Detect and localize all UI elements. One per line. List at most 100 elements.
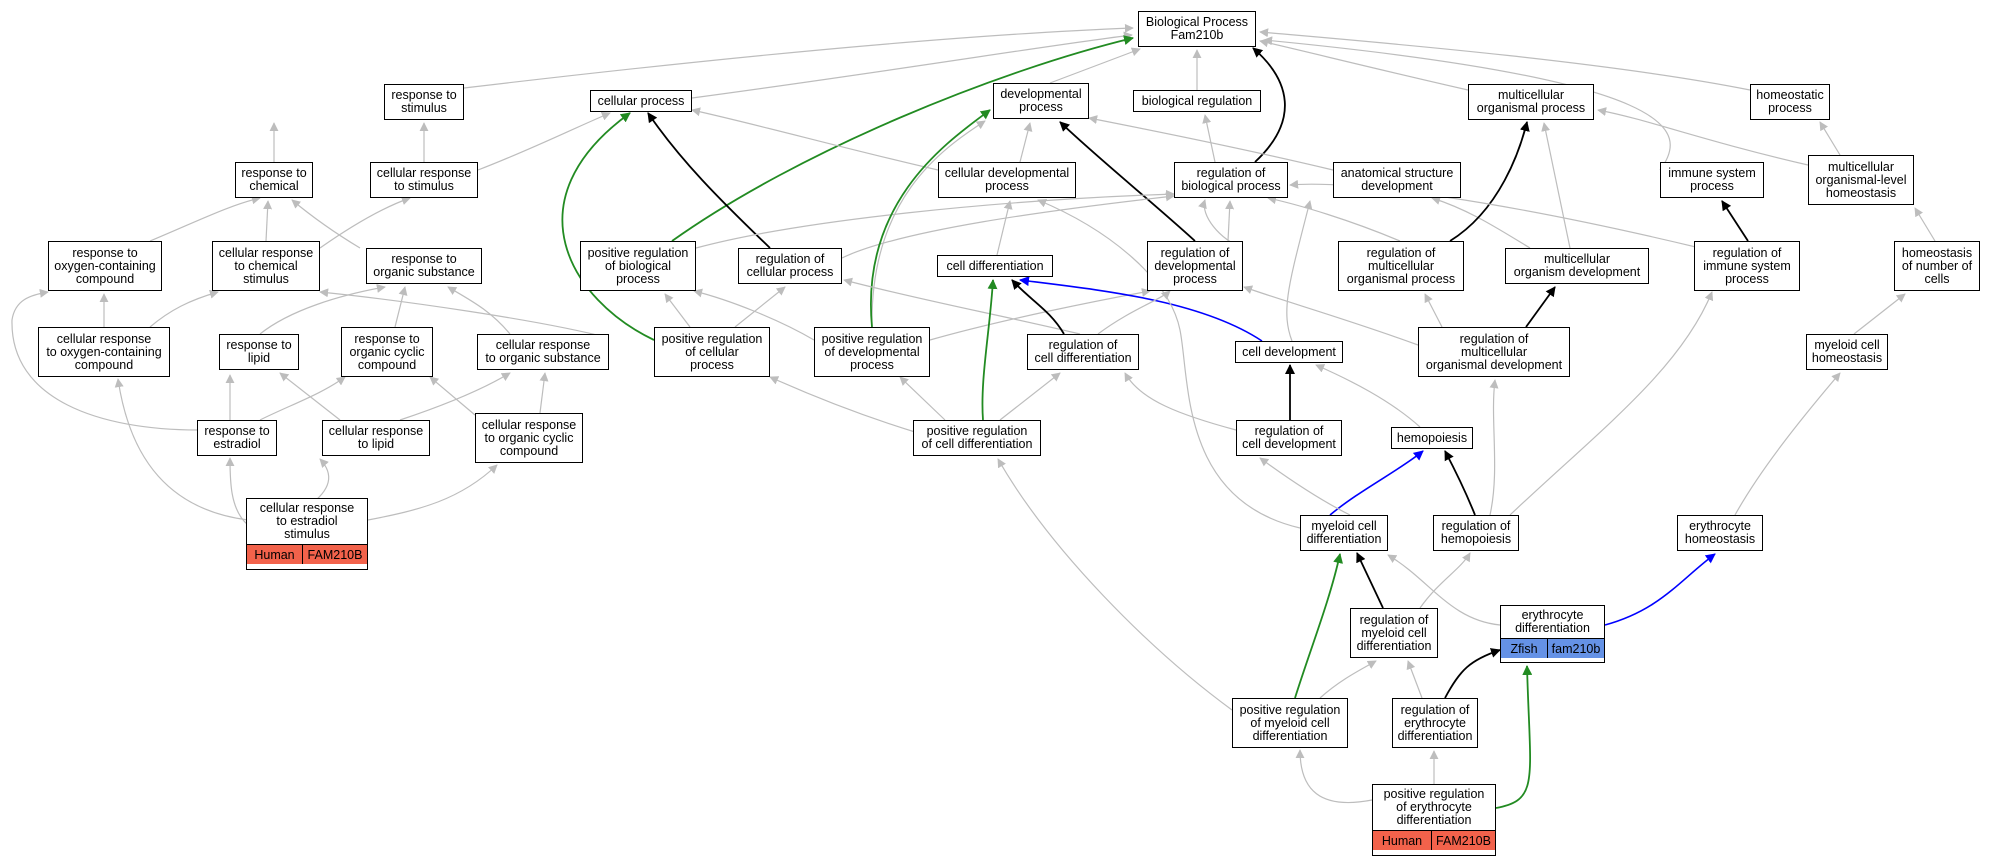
edge-gray	[695, 189, 1175, 249]
node-cellular-response-to-chemical-stimulus[interactable]: cellular response to chemical stimulus	[212, 241, 320, 291]
node-regulation-of-multicellular-organismal-development[interactable]: regulation of multicellular organismal d…	[1418, 327, 1570, 377]
edge-gray	[929, 288, 1151, 341]
edge-gray	[664, 293, 691, 328]
gene-tag[interactable]: FAM210B	[302, 545, 367, 564]
node-cellular-response-to-oxygen-containing-compound[interactable]: cellular response to oxygen-containing c…	[38, 327, 170, 377]
node-multicellular-organism-development[interactable]: multicellular organism development	[1505, 248, 1649, 284]
edge-gray	[1819, 121, 1841, 156]
node-positive-regulation-of-developmental-process[interactable]: positive regulation of developmental pro…	[814, 327, 930, 377]
node-cellular-process[interactable]: cellular process	[590, 90, 692, 112]
node-cellular-developmental-process[interactable]: cellular developmental process	[938, 162, 1076, 198]
edge-gray	[429, 376, 476, 416]
edge-gray	[259, 376, 346, 421]
edge-blue	[1019, 276, 1263, 342]
edge-gray	[997, 458, 1233, 711]
node-response-to-organic-substance[interactable]: response to organic substance	[366, 248, 482, 284]
species-gene-row: Human FAM210B	[1373, 830, 1495, 850]
node-regulation-of-immune-system-process[interactable]: regulation of immune system process	[1694, 241, 1800, 291]
edge-gray	[996, 200, 1013, 256]
node-positive-regulation-of-cell-differentiation[interactable]: positive regulation of cell differentiat…	[913, 420, 1041, 456]
gene-tag[interactable]: FAM210B	[1431, 831, 1495, 850]
node-response-to-chemical[interactable]: response to chemical	[235, 162, 313, 198]
edge-gray	[447, 286, 511, 335]
edge-black	[1444, 450, 1476, 516]
edge-gray	[691, 107, 939, 171]
edge-gray	[463, 23, 1134, 89]
edge-gray	[477, 112, 611, 171]
edge-gray	[1286, 200, 1313, 342]
node-cell-development[interactable]: cell development	[1235, 341, 1343, 363]
node-regulation-of-cellular-process[interactable]: regulation of cellular process	[738, 248, 842, 284]
edge-gray	[1019, 122, 1033, 163]
node-positive-regulation-of-erythrocyte-differentiation[interactable]: positive regulation of erythrocyte diffe…	[1372, 784, 1496, 856]
edge-green	[981, 279, 998, 421]
node-cellular-response-to-organic-substance[interactable]: cellular response to organic substance	[477, 334, 609, 370]
gene-tag[interactable]: fam210b	[1547, 639, 1604, 658]
node-immune-system-process[interactable]: immune system process	[1660, 162, 1764, 198]
edge-gray	[367, 464, 498, 521]
node-regulation-of-hemopoiesis[interactable]: regulation of hemopoiesis	[1433, 515, 1519, 551]
edge-gray	[1259, 457, 1351, 516]
node-homeostatic-process[interactable]: homeostatic process	[1750, 84, 1830, 120]
edge-gray	[734, 286, 786, 328]
node-erythrocyte-homeostasis[interactable]: erythrocyte homeostasis	[1677, 515, 1763, 551]
node-developmental-process[interactable]: developmental process	[993, 83, 1089, 119]
node-response-to-lipid[interactable]: response to lipid	[219, 334, 299, 370]
edge-gray	[1049, 47, 1141, 84]
node-regulation-of-cell-development[interactable]: regulation of cell development	[1236, 420, 1342, 456]
node-biological-process-root[interactable]: Biological Process Fam210b	[1138, 11, 1256, 47]
node-regulation-of-developmental-process[interactable]: regulation of developmental process	[1147, 241, 1243, 291]
node-hemopoiesis[interactable]: hemopoiesis	[1391, 427, 1473, 449]
node-multicellular-organismal-process[interactable]: multicellular organismal process	[1468, 84, 1594, 120]
node-regulation-of-myeloid-cell-differentiation[interactable]: regulation of myeloid cell differentiati…	[1350, 608, 1438, 658]
edge-black	[1252, 47, 1286, 163]
edge-gray	[841, 192, 1175, 259]
node-response-to-estradiol[interactable]: response to estradiol	[197, 420, 277, 456]
node-response-to-stimulus[interactable]: response to stimulus	[384, 84, 464, 120]
species-tag-human[interactable]: Human	[247, 545, 302, 564]
edge-black	[647, 112, 771, 249]
edge-gray	[149, 195, 261, 242]
edge-gray	[1295, 749, 1373, 804]
node-biological-regulation[interactable]: biological regulation	[1133, 90, 1261, 112]
edge-green	[1495, 665, 1533, 809]
species-gene-row: Zfish fam210b	[1501, 638, 1604, 658]
node-homeostasis-of-number-of-cells[interactable]: homeostasis of number of cells	[1894, 241, 1980, 291]
node-myeloid-cell-differentiation[interactable]: myeloid cell differentiation	[1300, 515, 1388, 551]
edge-gray	[1406, 660, 1423, 699]
node-erythrocyte-differentiation[interactable]: erythrocyte differentiation Zfish fam210…	[1500, 605, 1605, 663]
edge-gray	[1387, 554, 1501, 626]
species-tag-zfish[interactable]: Zfish	[1501, 639, 1547, 658]
node-regulation-of-multicellular-organismal-process[interactable]: regulation of multicellular organismal p…	[1338, 241, 1464, 291]
node-positive-regulation-of-myeloid-cell-differentiation[interactable]: positive regulation of myeloid cell diff…	[1232, 698, 1348, 748]
node-regulation-of-biological-process[interactable]: regulation of biological process	[1174, 162, 1288, 198]
node-response-to-oxygen-containing-compound[interactable]: response to oxygen-containing compound	[48, 241, 162, 291]
edge-gray	[1037, 198, 1301, 529]
node-label: erythrocyte differentiation	[1515, 608, 1590, 635]
node-positive-regulation-of-cellular-process[interactable]: positive regulation of cellular process	[654, 327, 770, 377]
node-label: cellular response to estradiol stimulus	[259, 501, 355, 541]
node-cellular-response-to-lipid[interactable]: cellular response to lipid	[322, 420, 430, 456]
node-positive-regulation-of-biological-process[interactable]: positive regulation of biological proces…	[580, 241, 696, 291]
edge-gray	[1315, 364, 1421, 428]
node-anatomical-structure-development[interactable]: anatomical structure development	[1333, 162, 1461, 198]
node-cell-differentiation[interactable]: cell differentiation	[937, 255, 1053, 277]
node-regulation-of-cell-differentiation[interactable]: regulation of cell differentiation	[1027, 334, 1139, 370]
node-cellular-response-to-estradiol-stimulus[interactable]: cellular response to estradiol stimulus …	[246, 498, 368, 570]
edge-gray	[539, 372, 549, 414]
edge-gray	[149, 289, 219, 328]
edge-gray	[1419, 552, 1471, 609]
edge-black	[1444, 648, 1501, 699]
node-cellular-response-to-stimulus[interactable]: cellular response to stimulus	[370, 162, 478, 198]
node-cellular-response-to-organic-cyclic-compound[interactable]: cellular response to organic cyclic comp…	[475, 413, 583, 463]
node-regulation-of-erythrocyte-differentiation[interactable]: regulation of erythrocyte differentiatio…	[1392, 698, 1478, 748]
node-multicellular-organismal-level-homeostasis[interactable]: multicellular organismal-level homeostas…	[1808, 155, 1914, 205]
edge-gray	[1914, 207, 1936, 242]
node-myeloid-cell-homeostasis[interactable]: myeloid cell homeostasis	[1806, 334, 1888, 370]
node-response-to-organic-cyclic-compound[interactable]: response to organic cyclic compound	[341, 327, 433, 377]
species-tag-human[interactable]: Human	[1373, 831, 1431, 850]
edge-gray	[769, 376, 916, 433]
edge-gray	[263, 200, 273, 242]
edge-gray	[871, 120, 986, 328]
